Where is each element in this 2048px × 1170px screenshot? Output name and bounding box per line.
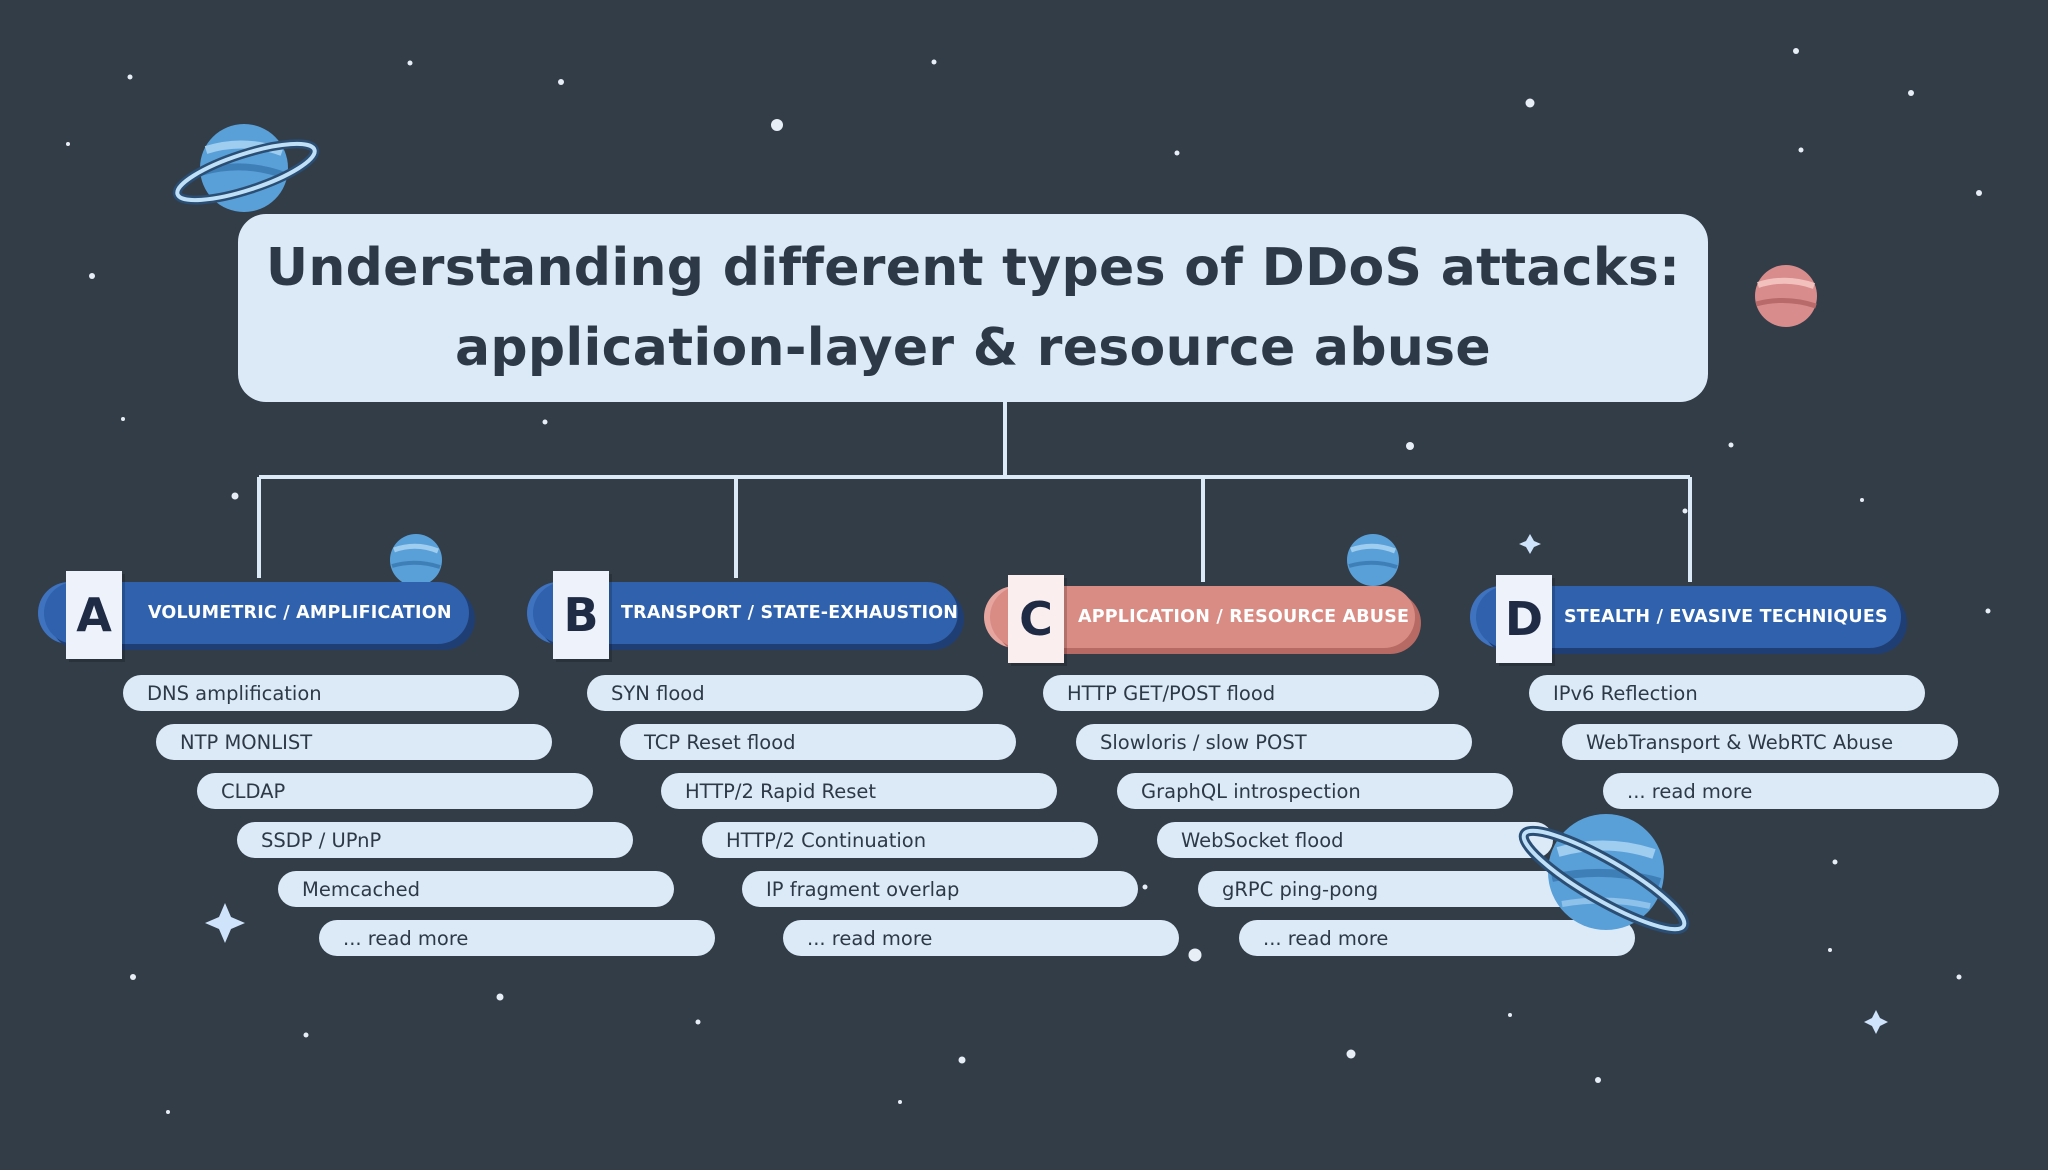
category-c-letter: C — [1008, 575, 1064, 663]
list-item[interactable]: IPv6 Reflection — [1529, 675, 1925, 711]
category-a-label: VOLUMETRIC / AMPLIFICATION — [148, 603, 452, 623]
category-a-letter: A — [66, 571, 122, 659]
title-box: Understanding different types of DDoS at… — [238, 214, 1708, 402]
category-b-letter: B — [553, 571, 609, 659]
list-item[interactable]: Slowloris / slow POST — [1076, 724, 1472, 760]
small-blue-planet-icon — [390, 534, 442, 586]
list-item[interactable]: WebTransport & WebRTC Abuse — [1562, 724, 1958, 760]
list-item[interactable]: WebSocket flood — [1157, 822, 1553, 858]
list-item[interactable]: SYN flood — [587, 675, 983, 711]
list-item[interactable]: HTTP/2 Rapid Reset — [661, 773, 1057, 809]
list-item[interactable]: HTTP/2 Continuation — [702, 822, 1098, 858]
read-more-link[interactable]: ... read more — [783, 920, 1179, 956]
read-more-link[interactable]: ... read more — [1603, 773, 1999, 809]
pink-planet-icon — [1755, 265, 1817, 327]
connector-lines — [257, 402, 1692, 582]
list-item[interactable]: TCP Reset flood — [620, 724, 1016, 760]
list-item[interactable]: Memcached — [278, 871, 674, 907]
large-ringed-planet-icon — [1518, 814, 1690, 935]
list-item[interactable]: HTTP GET/POST flood — [1043, 675, 1439, 711]
category-d-label: STEALTH / EVASIVE TECHNIQUES — [1564, 607, 1888, 627]
category-d-letter: D — [1496, 575, 1552, 663]
list-item[interactable]: CLDAP — [197, 773, 593, 809]
list-item[interactable]: SSDP / UPnP — [237, 822, 633, 858]
list-item[interactable]: NTP MONLIST — [156, 724, 552, 760]
list-item[interactable]: DNS amplification — [123, 675, 519, 711]
sparkle-star-icon — [205, 534, 1888, 1034]
list-item[interactable]: GraphQL introspection — [1117, 773, 1513, 809]
category-c-label: APPLICATION / RESOURCE ABUSE — [1078, 607, 1410, 627]
ringed-planet-icon — [172, 124, 320, 212]
title-line-2: application-layer & resource abuse — [455, 318, 1491, 378]
title-line-1: Understanding different types of DDoS at… — [265, 238, 1681, 298]
list-item[interactable]: gRPC ping-pong — [1198, 871, 1594, 907]
read-more-link[interactable]: ... read more — [1239, 920, 1635, 956]
read-more-link[interactable]: ... read more — [319, 920, 715, 956]
category-b-label: TRANSPORT / STATE-EXHAUSTION — [621, 603, 959, 623]
small-blue-planet-icon — [1347, 534, 1399, 586]
list-item[interactable]: IP fragment overlap — [742, 871, 1138, 907]
